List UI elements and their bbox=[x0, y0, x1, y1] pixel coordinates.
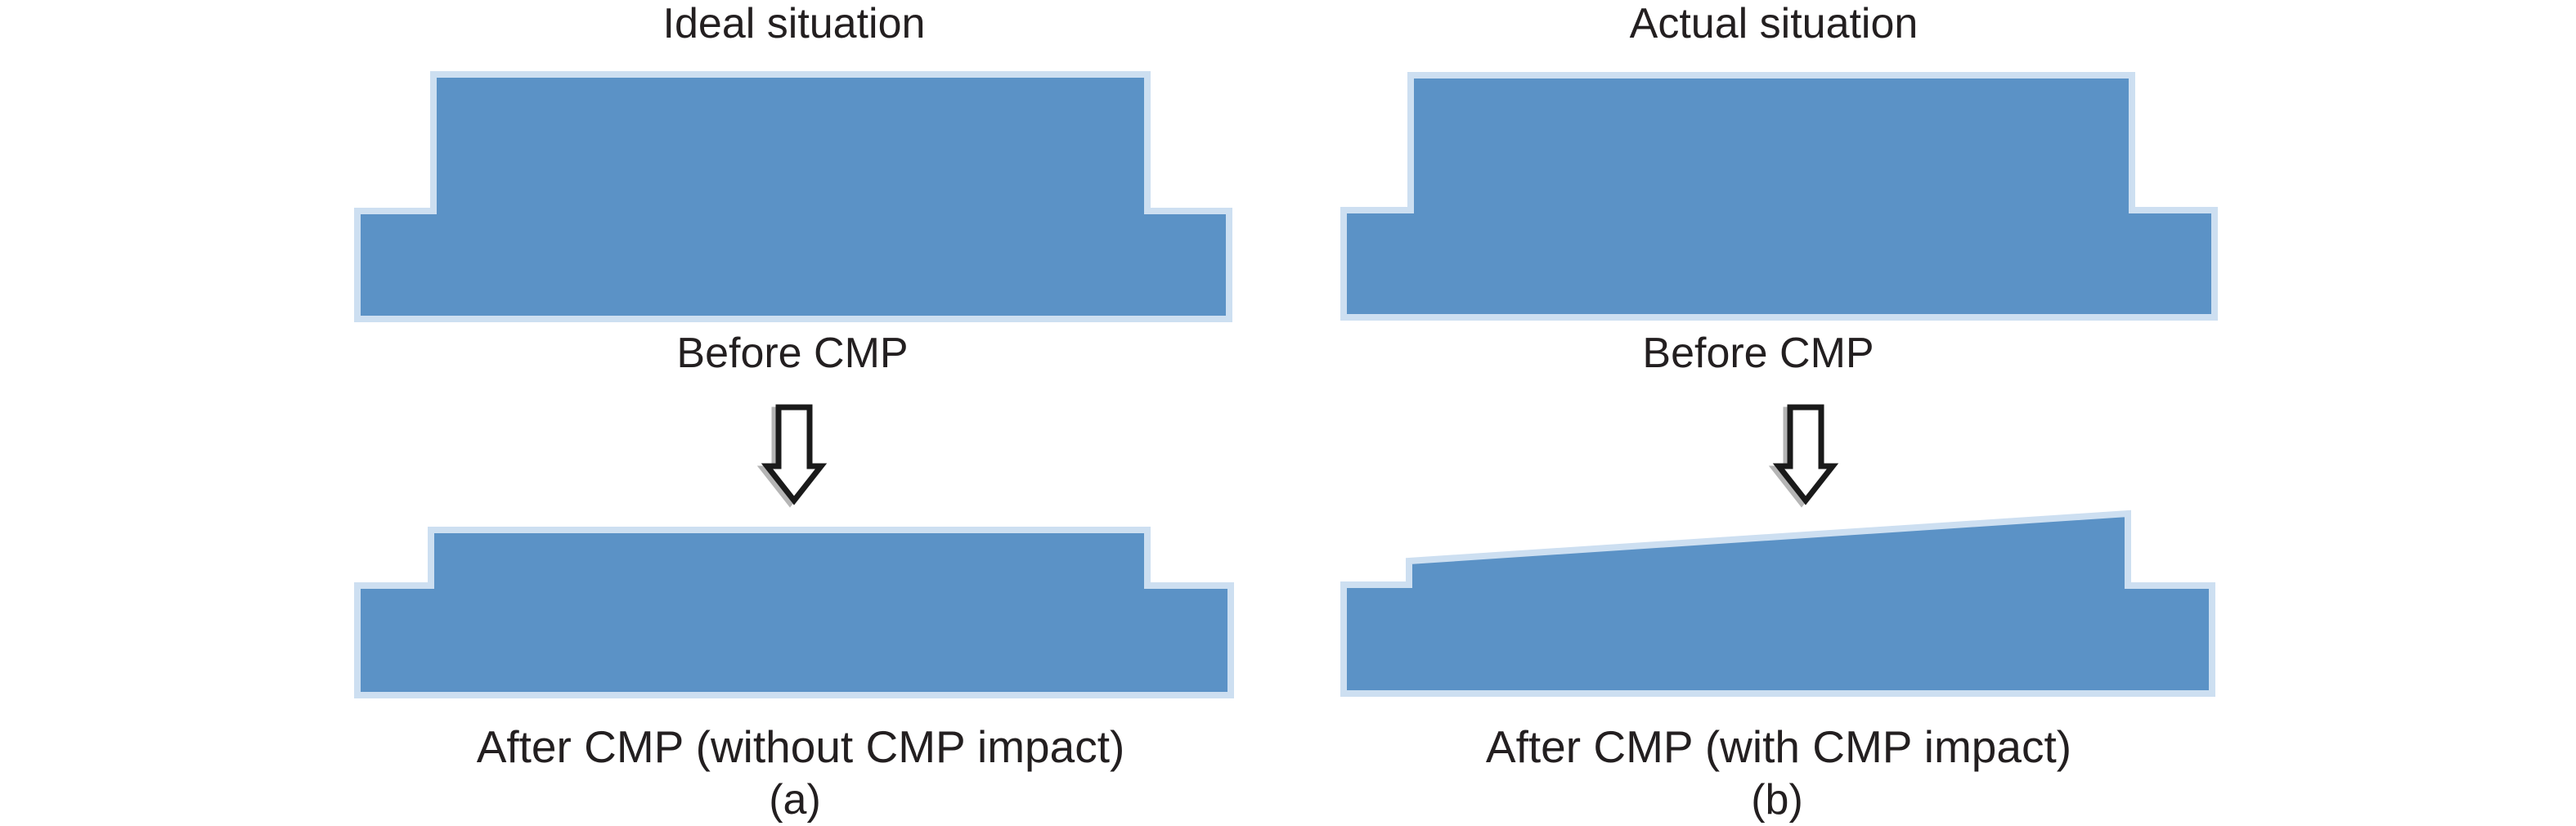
panel-b-tag: (b) bbox=[1751, 776, 1803, 824]
panel-b-before-cmp-profile bbox=[1340, 72, 2218, 321]
panel-b-after-label: After CMP (with CMP impact) bbox=[1485, 721, 2072, 772]
panel-b-before-label: Before CMP bbox=[1642, 330, 1874, 377]
process-arrows bbox=[756, 404, 1839, 508]
panel-a-after-label: After CMP (without CMP impact) bbox=[476, 721, 1125, 772]
panel-a-before-label: Before CMP bbox=[676, 330, 909, 377]
panel-b-title: Actual situation bbox=[1629, 0, 1919, 47]
panel-a-after-cmp-profile bbox=[354, 527, 1234, 698]
panel-b-after-cmp-profile bbox=[1340, 510, 2215, 697]
panel-a-tag: (a) bbox=[769, 776, 821, 824]
panel-b-down-arrow-icon bbox=[1772, 404, 1839, 505]
panel-a-down-arrow-icon bbox=[761, 404, 828, 505]
panel-a-before-cmp-profile bbox=[354, 71, 1232, 322]
oxide-profile-shapes bbox=[354, 71, 2218, 698]
panel-a-title: Ideal situation bbox=[662, 0, 926, 47]
